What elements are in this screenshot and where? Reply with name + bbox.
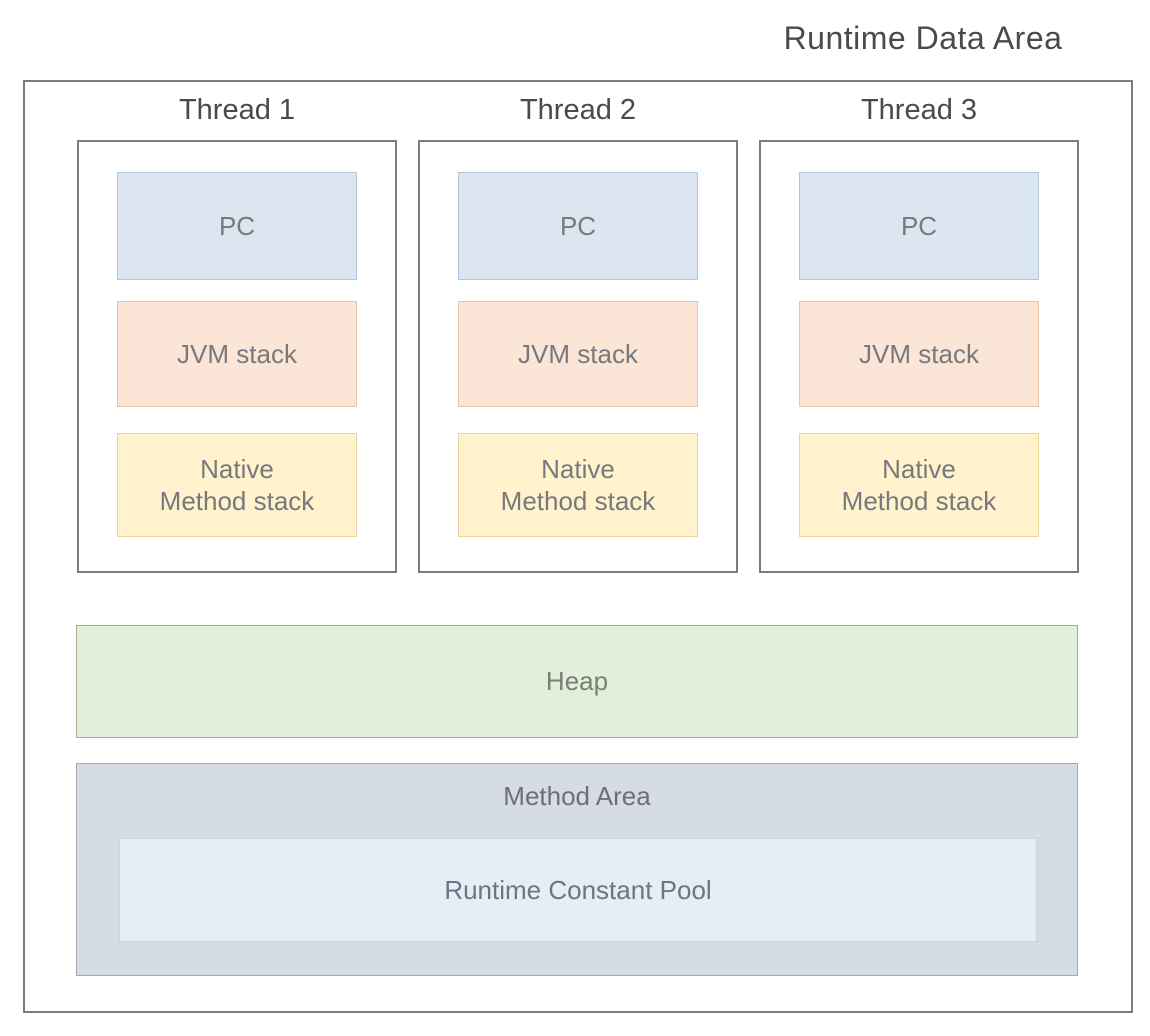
jvm-stack-box: JVM stack [458,301,698,407]
pc-register-box: PC [799,172,1039,280]
pc-register-box: PC [458,172,698,280]
runtime-constant-pool-box: Runtime Constant Pool [119,838,1037,942]
native-method-stack-box: Native Method stack [799,433,1039,537]
method-area-label: Method Area [503,781,651,811]
heap-box: Heap [76,625,1078,738]
thread-title: Thread 3 [860,94,978,126]
jvm-stack-box: JVM stack [117,301,357,407]
threads-row: Thread 1 PC JVM stack Native Method stac… [77,94,1079,573]
method-area-box: Method Area Runtime Constant Pool [76,763,1078,976]
thread-panel-3: Thread 3 PC JVM stack Native Method stac… [759,94,1079,573]
thread-title: Thread 1 [178,94,296,126]
diagram-title: Runtime Data Area [783,20,1063,56]
thread-title: Thread 2 [519,94,637,126]
thread-box: PC JVM stack Native Method stack [418,140,738,573]
jvm-stack-box: JVM stack [799,301,1039,407]
native-method-stack-box: Native Method stack [458,433,698,537]
runtime-data-area-container: Thread 1 PC JVM stack Native Method stac… [23,80,1133,1013]
thread-panel-1: Thread 1 PC JVM stack Native Method stac… [77,94,397,573]
thread-box: PC JVM stack Native Method stack [759,140,1079,573]
native-method-stack-box: Native Method stack [117,433,357,537]
thread-panel-2: Thread 2 PC JVM stack Native Method stac… [418,94,738,573]
pc-register-box: PC [117,172,357,280]
thread-box: PC JVM stack Native Method stack [77,140,397,573]
